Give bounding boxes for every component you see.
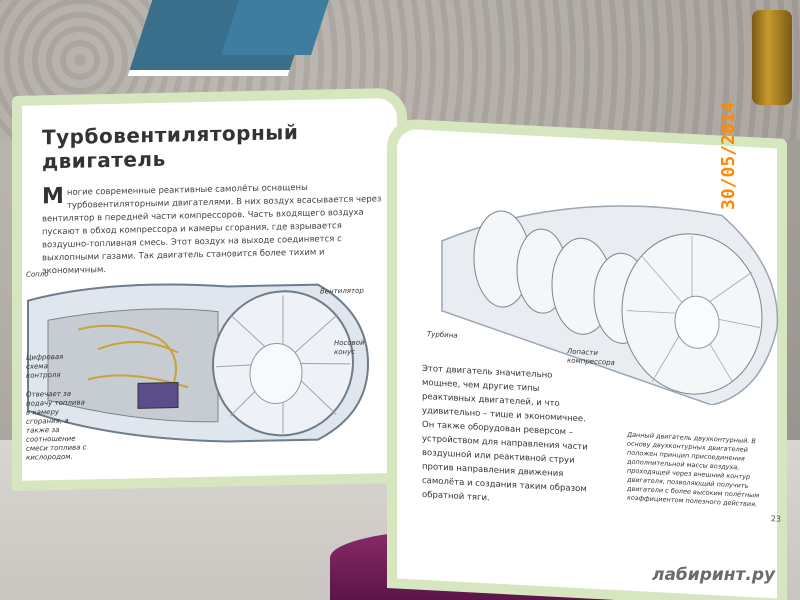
page-number: 23 xyxy=(770,514,781,524)
label-digital-line3: контроля xyxy=(26,370,61,380)
title-line-2: двигатель xyxy=(42,146,166,174)
bypass-note: Данный двигатель двухконтурный. В основу… xyxy=(627,430,760,509)
drop-cap: М xyxy=(42,183,64,210)
label-turbine: Турбина xyxy=(427,330,458,340)
engine-description: Этот двигатель значительно мощнее, чем д… xyxy=(422,363,588,504)
label-nose-cone: Носовой конус xyxy=(334,339,365,358)
right-page: Турбина Лопасти компрессора Этот двигате… xyxy=(387,118,787,600)
open-book: Турбовентиляторный двигатель М ногие сов… xyxy=(12,87,800,600)
label-compressor-blades: Лопасти компрессора xyxy=(567,347,615,368)
turbofan-illustration xyxy=(441,205,779,406)
label-nose-cone-line2: конус xyxy=(334,347,356,357)
battery xyxy=(752,10,792,105)
page-title: Турбовентиляторный двигатель xyxy=(42,120,298,173)
engine-cutaway-illustration xyxy=(27,283,370,443)
label-digital-control: Цифровая схема контроля xyxy=(26,353,63,381)
label-nose-cone-line1: Носовой xyxy=(334,338,365,348)
label-nozzle: Сопло xyxy=(26,270,49,279)
label-fuel-note: Отвечает за подачу топлива в камеру сгор… xyxy=(26,389,87,462)
watermark: лабиринт.ру xyxy=(652,565,776,585)
label-fan: Вентилятор xyxy=(320,286,364,296)
book-stack-top xyxy=(221,0,329,55)
left-page: Турбовентиляторный двигатель М ногие сов… xyxy=(12,87,407,492)
label-digital-line1: Цифровая xyxy=(26,352,64,362)
date-stamp: 30/05/2014 xyxy=(718,101,739,210)
